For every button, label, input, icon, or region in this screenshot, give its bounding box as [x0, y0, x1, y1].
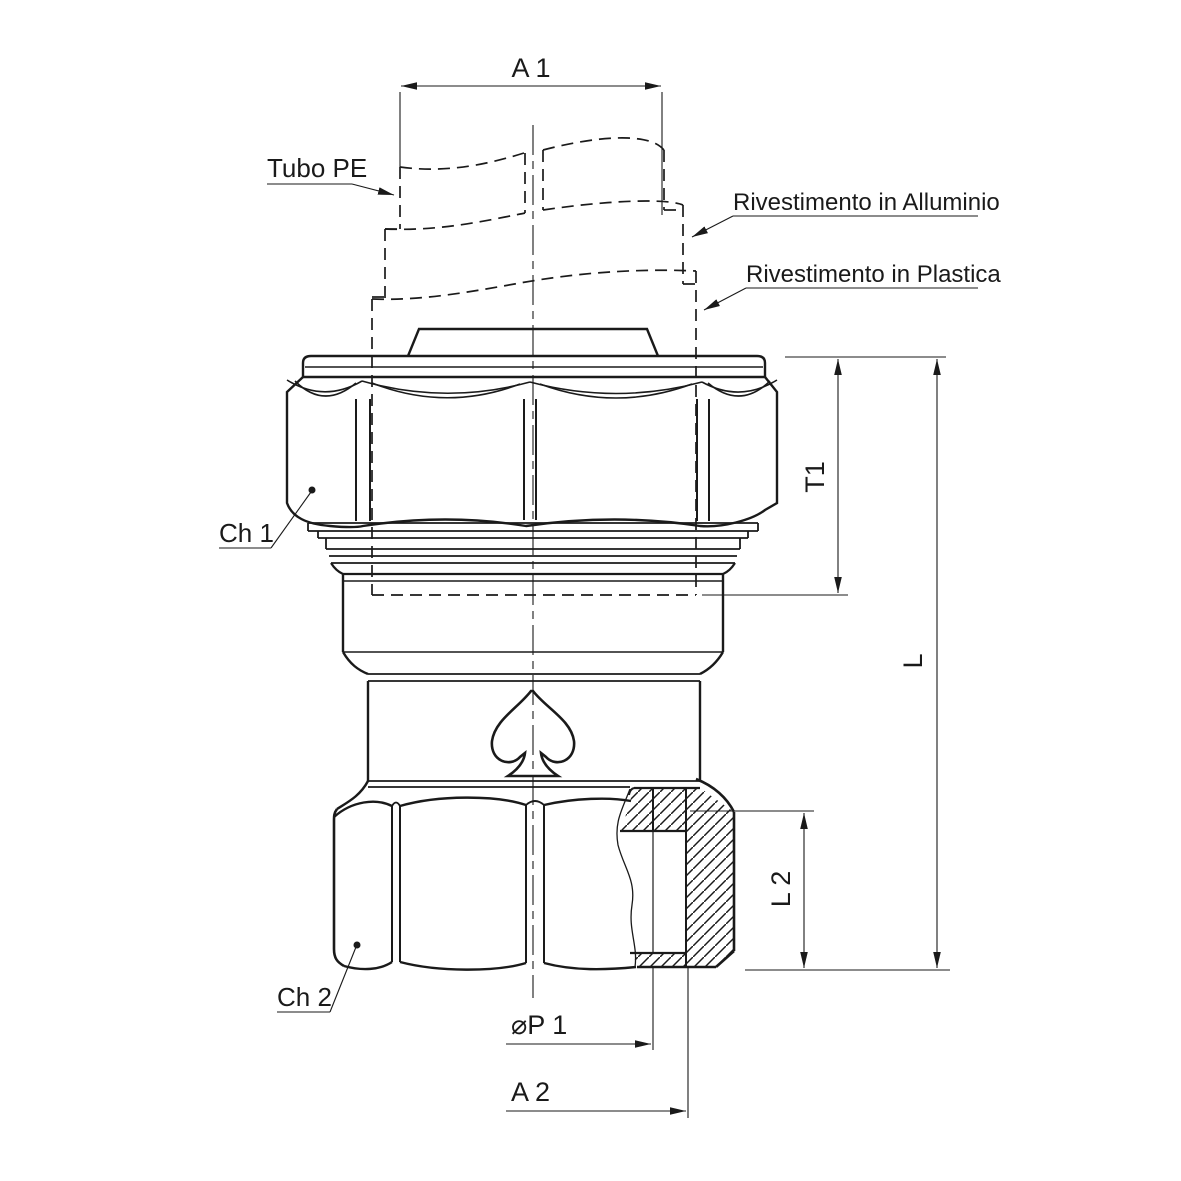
- dim-a1: A 1: [399, 53, 663, 215]
- dim-a2-label: A 2: [511, 1077, 550, 1107]
- dim-l2: L 2: [690, 810, 814, 968]
- ch1-leader-dot: [308, 486, 316, 494]
- leader-ch1: Ch 1: [219, 486, 316, 549]
- pe-pipe-dashed-outline: [371, 137, 697, 596]
- dim-a1-label: A 1: [511, 53, 550, 83]
- dim-l: L: [745, 359, 950, 971]
- dim-p1: ⌀P 1: [506, 968, 654, 1050]
- ch1-label: Ch 1: [219, 518, 274, 548]
- dim-l2-label: L 2: [766, 871, 796, 908]
- dim-a2: A 2: [506, 968, 689, 1118]
- dim-p1-label: ⌀P 1: [511, 1010, 567, 1040]
- ch2-leader-dot: [353, 941, 361, 949]
- top-nut: [285, 376, 779, 529]
- spade-logo-icon: [490, 689, 576, 778]
- rivestimento-plastica-label: Rivestimento in Plastica: [746, 261, 1001, 288]
- leader-ch2: Ch 2: [277, 941, 361, 1013]
- dim-t1-label: T1: [800, 461, 830, 493]
- break-line: [616, 788, 637, 968]
- ch2-label: Ch 2: [277, 982, 332, 1012]
- upper-cylinder: [341, 572, 725, 682]
- leader-rivestimento-plastica: Rivestimento in Plastica: [703, 261, 1001, 311]
- tubo-pe-label: Tubo PE: [267, 153, 367, 183]
- leader-tubo-pe: Tubo PE: [267, 153, 395, 196]
- rivestimento-alluminio-label: Rivestimento in Alluminio: [733, 189, 1000, 216]
- dim-t1: T1: [702, 356, 946, 596]
- section-hatch: [621, 788, 734, 967]
- bottom-nut: [332, 796, 637, 971]
- section-cutaway: [616, 777, 736, 969]
- top-flange-band: [301, 354, 767, 379]
- dim-l-label: L: [898, 653, 928, 668]
- leader-rivestimento-alluminio: Rivestimento in Alluminio: [691, 189, 1000, 238]
- grip-ring: [406, 327, 660, 357]
- collar-rings: [307, 522, 759, 576]
- main-body: [336, 681, 702, 811]
